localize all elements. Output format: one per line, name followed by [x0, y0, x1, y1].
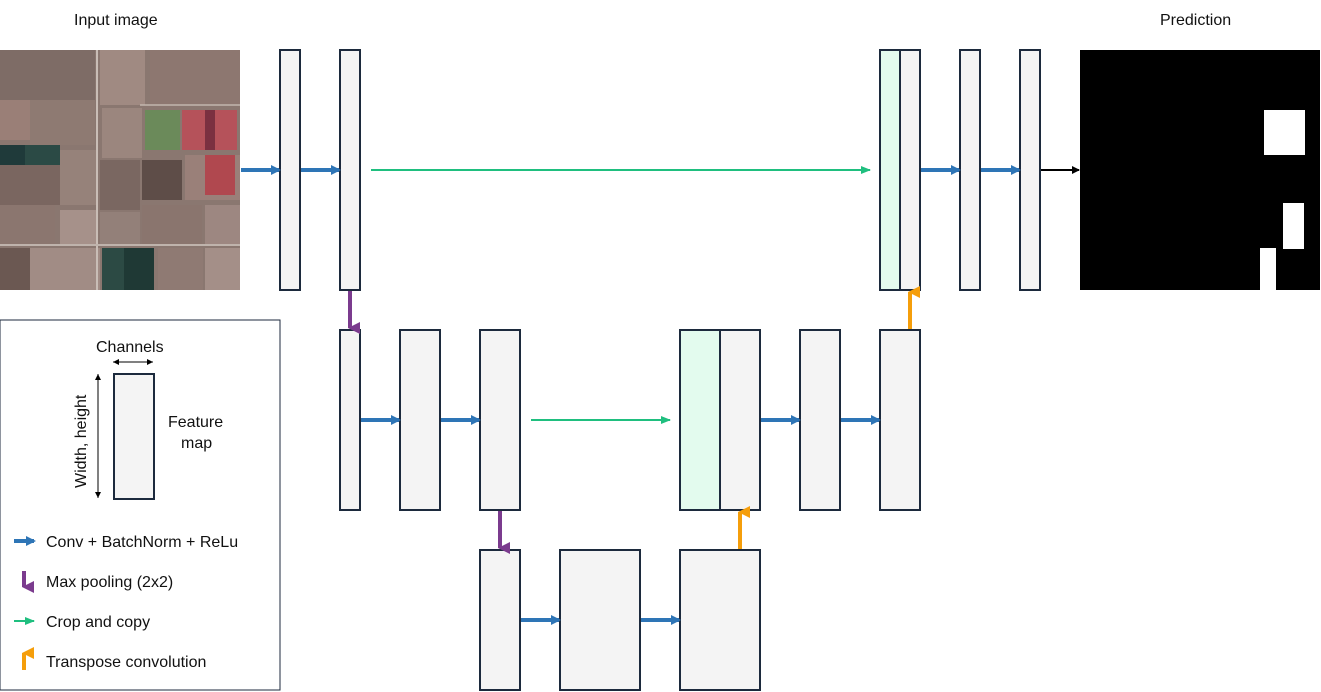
legend-copy-label: Crop and copy	[46, 614, 150, 631]
feature-map-dec1-b	[1019, 49, 1041, 291]
feature-map-bottleneck-b	[679, 549, 761, 691]
legend: Channels Width, height Feature map Conv …	[0, 319, 281, 691]
legend-upconv-label: Transpose convolution	[46, 654, 206, 671]
feature-map-dec1-copied	[879, 49, 901, 291]
legend-feature-map-example	[113, 373, 155, 500]
feature-map-dec2-copied	[679, 329, 721, 511]
feature-map-dec1-a	[959, 49, 981, 291]
legend-width-height-label: Width, height	[73, 394, 90, 488]
feature-map-dec2-b	[879, 329, 921, 511]
legend-feature-label-2: map	[181, 435, 212, 452]
legend-pool-label: Max pooling (2x2)	[46, 574, 173, 591]
prediction-label: Prediction	[1160, 12, 1232, 29]
feature-map-enc2-b	[479, 329, 521, 511]
feature-map-dec2-up	[719, 329, 761, 511]
feature-map-bottleneck-a	[559, 549, 641, 691]
input-image-label: Input image	[74, 12, 158, 29]
feature-map-enc1-a	[279, 49, 301, 291]
input-satellite-image	[0, 50, 240, 290]
feature-map-dec2-a	[799, 329, 841, 511]
legend-feature-label-1: Feature	[168, 414, 223, 431]
legend-conv-label: Conv + BatchNorm + ReLu	[46, 534, 238, 551]
feature-map-enc2-a	[399, 329, 441, 511]
feature-map-dec1-up	[899, 49, 921, 291]
prediction-mask	[1080, 50, 1320, 290]
feature-map-enc2-pooled	[339, 329, 361, 511]
feature-map-bottleneck-pooled	[479, 549, 521, 691]
feature-map-enc1-b	[339, 49, 361, 291]
legend-channels-label: Channels	[96, 339, 164, 356]
